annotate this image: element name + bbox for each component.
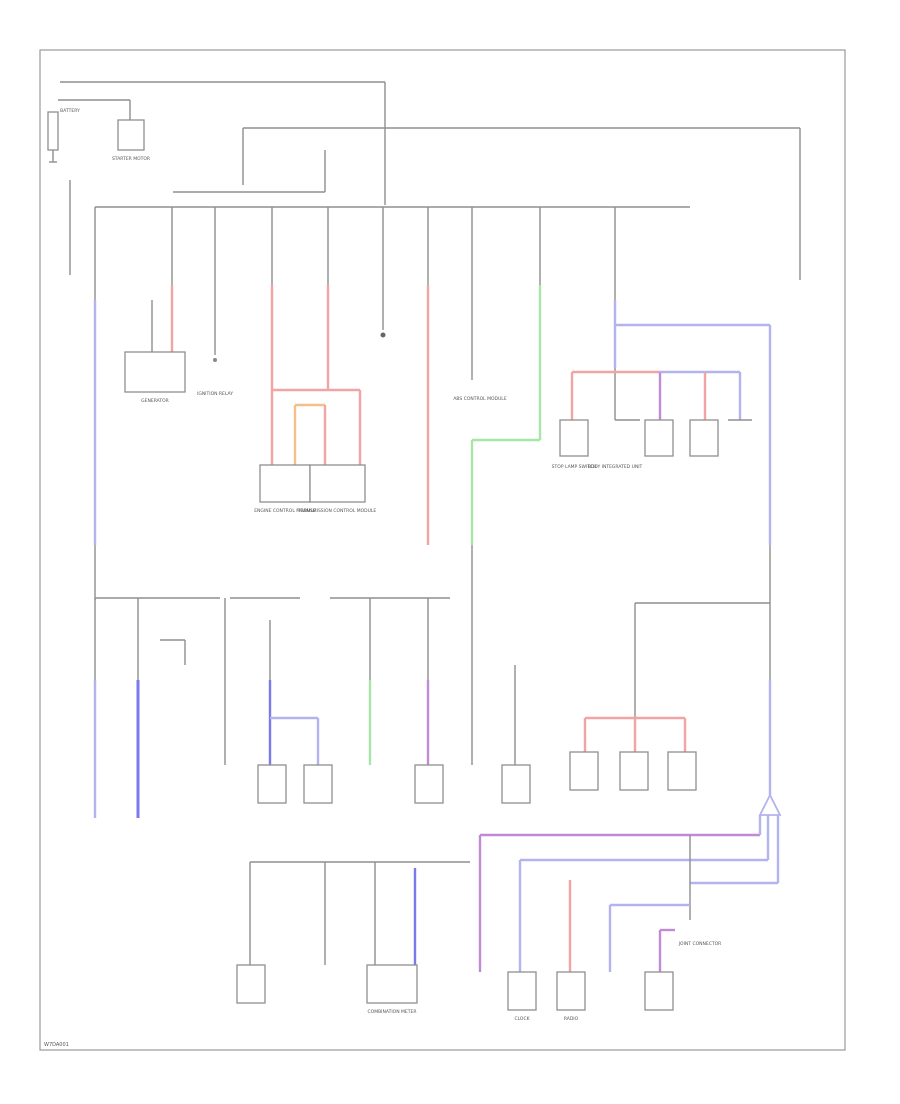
lamp-box-3	[644, 419, 674, 457]
clock-box	[507, 971, 537, 1011]
middle-branches	[94, 598, 516, 700]
component-label-instrument: COMBINATION METER	[368, 1009, 417, 1015]
lamp-group-top-right	[559, 300, 772, 545]
load-box-a	[257, 764, 287, 804]
lamp-box-4	[689, 419, 719, 457]
combination-meter-box	[366, 964, 418, 1004]
component-label-radio: RADIO	[564, 1016, 579, 1022]
fuse-block-top	[95, 110, 801, 280]
lamp-box-m1	[569, 751, 599, 791]
lamp-box-m2	[619, 751, 649, 791]
radio-box	[556, 971, 586, 1011]
load-box-d	[501, 764, 531, 804]
component-label-tcm: TRANSMISSION CONTROL MODULE	[297, 508, 377, 514]
joint-connector-lower	[478, 680, 782, 1011]
component-label-stop-lamp: STOP LAMP SWITCH	[552, 464, 597, 470]
lamp-group-right-middle	[569, 680, 697, 791]
ground-383	[380, 332, 386, 338]
ecm-box	[259, 464, 311, 503]
component-label-body-integrated: BODY INTEGRATED UNIT	[588, 464, 643, 470]
tcm-box	[309, 464, 366, 503]
component-label-starter: STARTER MOTOR	[112, 156, 150, 162]
component-label-joint-connector: JOINT CONNECTOR	[678, 941, 722, 947]
top-fuse-drops	[94, 207, 616, 330]
starter-motor-box	[117, 119, 145, 151]
load-box-e	[236, 964, 266, 1004]
middle-lower-loads	[93, 680, 531, 818]
load-box-c	[414, 764, 444, 804]
lamp-box-bottom	[644, 971, 674, 1011]
ignition-relay-section	[213, 290, 217, 362]
bottom-left-loads	[236, 861, 470, 1004]
battery-section	[47, 81, 386, 275]
component-label-ecm: ENGINE CONTROL MODULE	[254, 508, 316, 514]
generator-section	[124, 285, 186, 393]
component-label-ignition-relay: IGNITION RELAY	[197, 391, 233, 397]
ecm-tcm-section	[259, 285, 366, 503]
component-label-abs: ABS CONTROL MODULE	[453, 396, 506, 402]
generator-box	[124, 351, 186, 393]
lamp-box-m3	[667, 751, 697, 791]
lamp-box-1	[559, 419, 589, 457]
diagram-frame	[39, 49, 846, 1051]
middle-bus	[93, 300, 771, 680]
battery-symbol	[47, 111, 59, 151]
component-label-clock: CLOCK	[514, 1016, 530, 1022]
component-label-generator: GENERATOR	[141, 398, 169, 404]
load-box-b	[303, 764, 333, 804]
component-label-battery: BATTERY	[60, 108, 80, 114]
green-circuit	[470, 285, 542, 545]
diagram-code: W7DA001	[44, 1042, 69, 1048]
